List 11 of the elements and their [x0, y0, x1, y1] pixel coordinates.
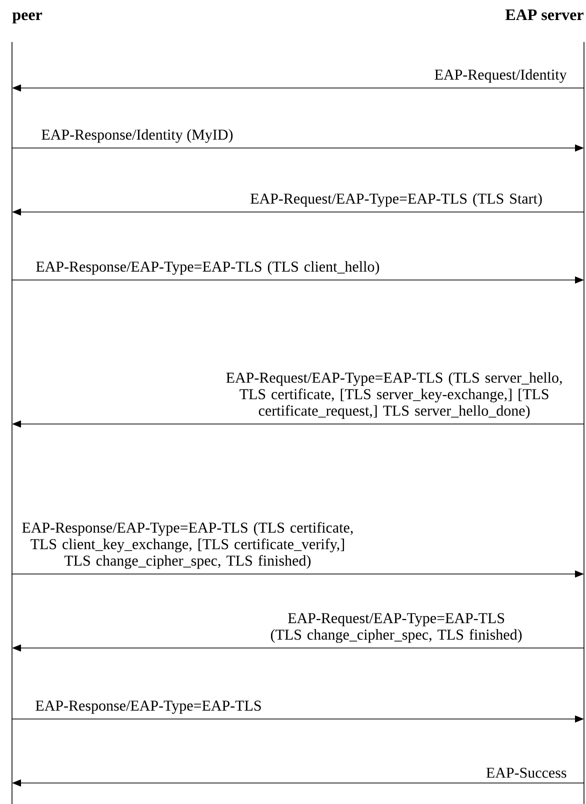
message-label: EAP-Request/EAP-Type=EAP-TLS (TLS server_hello, TLS certificate, [TLS server_key-exchange,] [TLS certificate_request,] TLS server_hello_done)	[226, 372, 562, 419]
message-label: EAP-Response/Identity (MyID)	[42, 129, 233, 143]
participant-heading: peer	[12, 12, 42, 24]
message-label: EAP-Request/EAP-Type=EAP-TLS (TLS change_cipher_spec, TLS finished)	[270, 613, 522, 643]
message-label: EAP-Response/EAP-Type=EAP-TLS (TLS client_hello)	[36, 261, 380, 275]
message-label: EAP-Success	[486, 768, 566, 778]
message-label: EAP-Response/EAP-Type=EAP-TLS	[36, 700, 261, 714]
message-label: EAP-Response/EAP-Type=EAP-TLS (TLS certificate, TLS client_key_exchange, [TLS certificate_verify,] TLS change_cipher_spec, TLS finished)	[22, 522, 353, 569]
message-label: EAP-Request/EAP-Type=EAP-TLS (TLS Start)	[250, 193, 542, 207]
participant-heading: EAP server	[505, 9, 584, 20]
message-label: EAP-Request/Identity	[434, 69, 567, 83]
